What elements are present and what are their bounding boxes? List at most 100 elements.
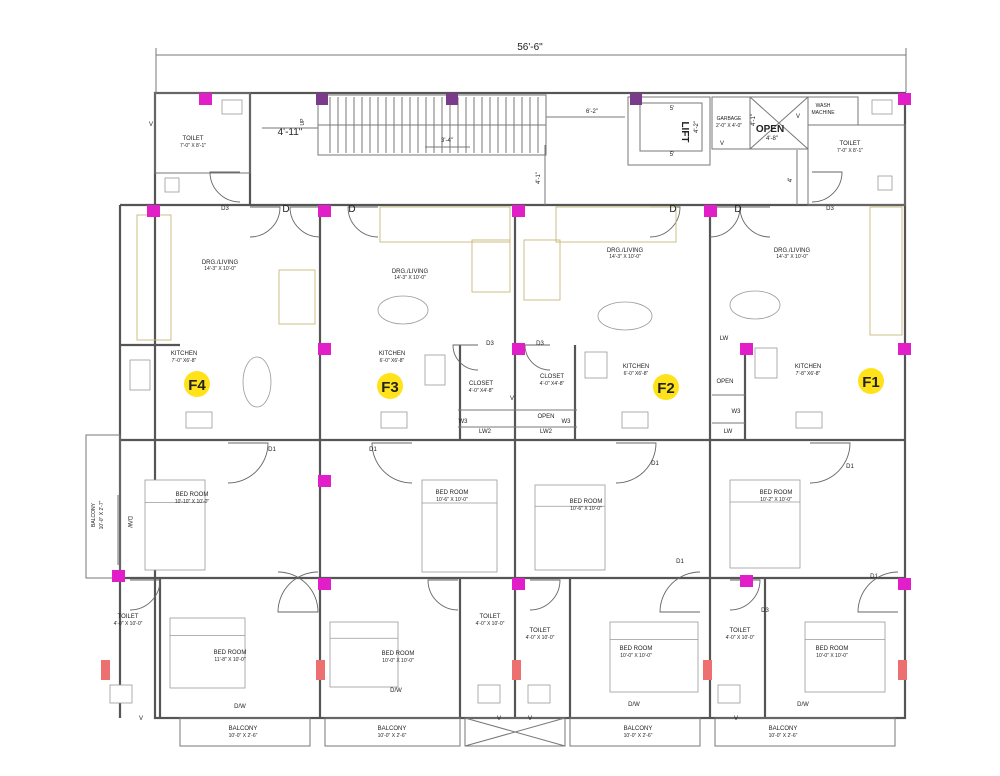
tag-dw-f1: D/W (797, 702, 809, 708)
f3-kitchen-dim: 6'-0" X6'-8" (380, 358, 405, 364)
flat-badges: F4 F3 F2 F1 (184, 368, 884, 400)
f4-bed2-dim: 11'-8" X 10'-0" (214, 657, 245, 663)
door-swing (529, 579, 561, 611)
tag-d1-f2b: D1 (676, 559, 684, 565)
door-swing (371, 442, 413, 484)
door-swing (649, 206, 681, 238)
column-stair (446, 93, 458, 105)
tag-lw-f1b: LW (724, 429, 733, 435)
balcony-dim-f4: 10'-0" X 2'-6" (229, 733, 258, 739)
f1-living-dim: 14'-3" X 10'-0" (776, 254, 808, 260)
door-swing (427, 579, 459, 611)
column (898, 578, 911, 590)
toilet-top-f4-tag-v: V (149, 122, 153, 128)
tag-w3-f2: W3 (562, 419, 572, 425)
toilet-top-f4-dim: 7'-0" X 8'-1" (180, 143, 206, 149)
column (318, 205, 331, 217)
core-up-label: UP (300, 118, 306, 126)
f4-bed1-dim: 10'-10" X 10'-0" (175, 499, 210, 505)
f4-bed2: BED ROOM (214, 650, 247, 656)
lift-label: LIFT (679, 121, 690, 142)
wash-machine-label-2: MACHINE (811, 110, 835, 116)
f1-bed1: BED ROOM (760, 490, 793, 496)
f3-living-dim: 14'-3" X 10'-0" (394, 275, 426, 281)
dining-table (597, 301, 653, 331)
flat-badge-f2-circle (653, 374, 679, 400)
toilet-top-f1: TOILET (840, 141, 861, 147)
door-tags: D3 D D D D D3 D3 D3 D1 D1 D1 D1 D1 D1 D3… (139, 204, 879, 722)
f4-toilet2-dim: 4'-0" X 10'-0" (114, 621, 143, 627)
garbage-dim: 2'-0" X 4'-0" (716, 123, 742, 129)
f3-bed1: BED ROOM (436, 490, 469, 496)
f3-bed2: BED ROOM (382, 651, 415, 657)
balcony-label-f2: BALCONY (624, 726, 653, 732)
f2-toilet2-dim: 4'-0" X 10'-0" (526, 635, 555, 641)
tag-d1-f1b: D1 (870, 574, 878, 580)
door-swing (277, 571, 319, 613)
door-swing (811, 171, 843, 203)
flat-badge-f1-circle (858, 368, 884, 394)
tag-dw-f2: D/W (628, 702, 640, 708)
door-swing (227, 442, 269, 484)
tag-v-f1: V (734, 716, 738, 722)
column (704, 205, 717, 217)
tag-w3-f3: W3 (459, 419, 469, 425)
f2-toilet2: TOILET (530, 628, 551, 634)
toilet-top-f1-dim: 7'-0" X 8'-1" (837, 148, 863, 154)
sofa (869, 206, 903, 336)
flat-badge-f3-circle (377, 373, 403, 399)
flat-badge-f3: F3 (381, 379, 399, 396)
flat-badge-f1: F1 (862, 374, 880, 391)
f3-bed1-dim: 10'-6" X 10'-0" (436, 497, 468, 503)
sofa (523, 239, 561, 301)
bed (144, 479, 206, 571)
side-balcony: BALCONY 10'-0" X 2'-7" D/W (85, 434, 132, 579)
tag-d1-f4: D1 (268, 447, 276, 453)
bed (609, 621, 699, 693)
balcony-dim-f1: 10'-0" X 2'-6" (769, 733, 798, 739)
f1-living: DRG./LIVING (774, 248, 811, 254)
f1-kitchen-dim: 7'-8" X6'-8" (796, 371, 821, 377)
column (318, 475, 331, 487)
tag-dw: D/W (126, 516, 132, 528)
f1-bed2-dim: 10'-0" X 10'-0" (816, 653, 848, 659)
column (512, 578, 525, 590)
sofa (471, 239, 511, 293)
balcony-dim-f3: 10'-0" X 2'-6" (378, 733, 407, 739)
dining-table (242, 356, 272, 408)
column (112, 570, 125, 582)
tag-d3-f1b: D3 (761, 608, 769, 614)
bed (534, 484, 606, 571)
tag-dw-f3: D/W (390, 688, 402, 694)
core-dim-3-4: 3'-4" (441, 138, 453, 144)
column-stair (316, 93, 328, 105)
bed (169, 617, 246, 689)
tag-lw-f1a: LW (720, 336, 729, 342)
core: 4'-11" UP 3'-4" 6'-2" 4'-1" 4' LIFT 5' 5… (149, 92, 906, 206)
f4-living: DRG./LIVING (202, 260, 239, 266)
f2-bed1-dim: 10'-6" X 10'-0" (570, 506, 602, 512)
column-end (316, 660, 325, 680)
f2-kitchen-dim: 6'-0" X6'-8" (624, 371, 649, 377)
f3-closet-dim: 4'-0" X4'-8" (469, 388, 494, 394)
coffee-table (278, 269, 316, 325)
f2-closet: CLOSET (540, 374, 564, 380)
tag-d-f1: D (734, 204, 741, 215)
balcony-dim-f2: 10'-0" X 2'-6" (624, 733, 653, 739)
structural-columns (101, 93, 911, 680)
column-end (703, 660, 712, 680)
open-shaft-dim: 4'-8" (766, 136, 778, 142)
column-end (512, 660, 521, 680)
dining-table (729, 290, 781, 320)
flat-badge-f4: F4 (188, 377, 206, 394)
column (740, 575, 753, 587)
f1-toilet2: TOILET (730, 628, 751, 634)
tag-v-f2: V (528, 716, 532, 722)
dining-table (377, 295, 429, 325)
column (147, 205, 160, 217)
balcony-label-f1: BALCONY (769, 726, 798, 732)
room-labels: DRG./LIVING 14'-3" X 10'-0" KITCHEN 7'-0… (114, 248, 849, 664)
lift-dim-side: 4'-2" (694, 121, 700, 133)
door-swings (129, 171, 899, 613)
